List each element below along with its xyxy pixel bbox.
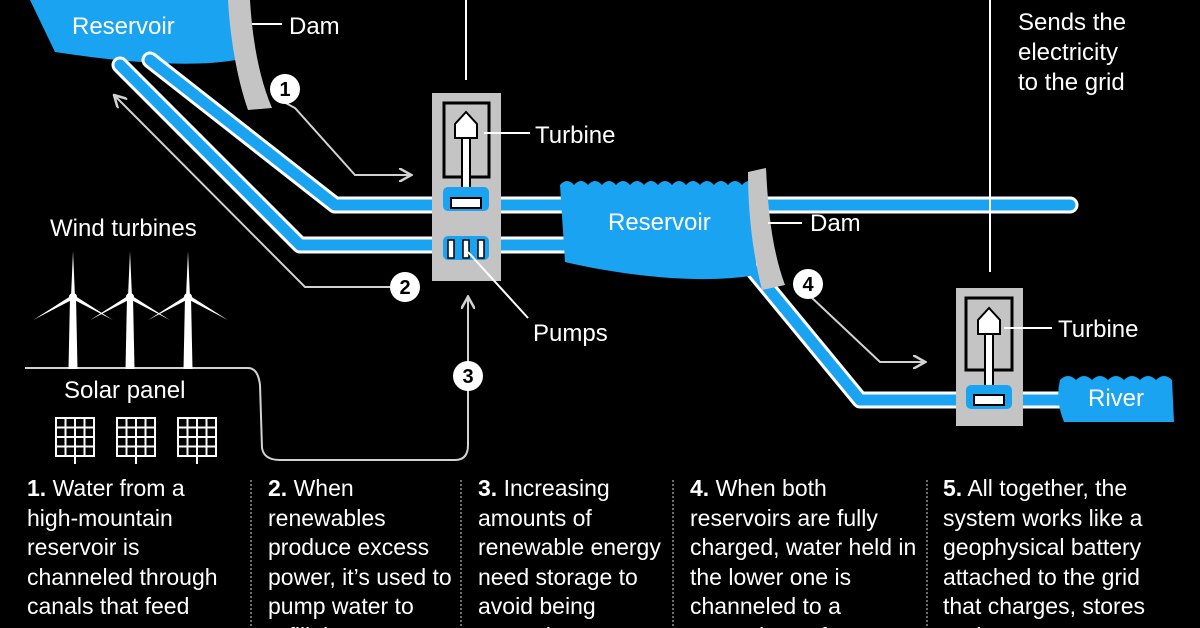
step-marker-3: 3 xyxy=(453,361,483,391)
solar-panel-label: Solar panel xyxy=(64,377,185,404)
caption-separator xyxy=(926,480,928,628)
grid-text-line-2: electricity xyxy=(1018,39,1118,66)
grid-text-line-1: Sends the xyxy=(1018,9,1126,36)
upper-reservoir-water xyxy=(30,0,236,64)
lower-dam-label: Dam xyxy=(810,210,861,237)
pumps-label: Pumps xyxy=(533,320,608,347)
wind-turbines-label: Wind turbines xyxy=(50,215,197,242)
caption-separator xyxy=(460,480,462,628)
lower-reservoir-water xyxy=(560,181,756,280)
caption-separator xyxy=(672,480,674,628)
svg-text:1: 1 xyxy=(279,79,290,101)
svg-text:2: 2 xyxy=(399,277,410,299)
river-water xyxy=(1058,376,1174,422)
upper-dam xyxy=(228,0,272,110)
step-marker-2: 2 xyxy=(390,272,420,302)
caption-1: 1. Water from a high-mountain reservoir … xyxy=(27,475,218,620)
grid-text-line-3: to the grid xyxy=(1018,69,1125,96)
river-label: River xyxy=(1088,385,1144,412)
lower-power-station xyxy=(956,288,1023,426)
turbine-top-label: Turbine xyxy=(535,122,615,149)
wind-turbines xyxy=(33,251,228,369)
svg-text:4: 4 xyxy=(802,274,814,296)
upper-dam-label: Dam xyxy=(289,13,340,40)
upper-power-station xyxy=(432,93,501,281)
step-marker-4: 4 xyxy=(793,269,823,299)
solar-panels xyxy=(55,417,217,464)
caption-5: 5. All together, the system works like a… xyxy=(943,475,1145,628)
caption-4: 4. When both reservoirs are fully charge… xyxy=(690,475,917,628)
svg-text:3: 3 xyxy=(462,366,473,388)
step-marker-1: 1 xyxy=(270,74,300,104)
lower-reservoir-label: Reservoir xyxy=(608,209,711,236)
caption-3: 3. Increasing amounts of renewable energ… xyxy=(478,475,661,628)
turbine-bottom-label: Turbine xyxy=(1058,316,1138,343)
caption-separator xyxy=(250,480,252,628)
caption-2: 2. When renewables produce excess power,… xyxy=(268,475,452,628)
captions-row: 1. Water from a high-mountain reservoir … xyxy=(0,470,1200,628)
lower-dam xyxy=(748,168,785,290)
pumped-hydro-diagram: 1 2 3 4 xyxy=(25,0,1174,464)
upper-reservoir-label: Reservoir xyxy=(72,13,175,40)
